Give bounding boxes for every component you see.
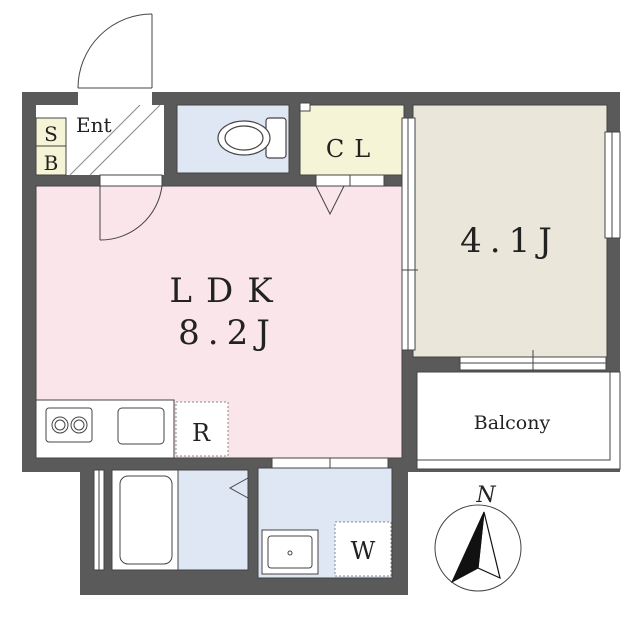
compass-icon <box>434 504 522 592</box>
bedroom-window-east <box>604 131 621 239</box>
pipe-shaft <box>299 102 311 112</box>
closet-door[interactable] <box>315 174 385 216</box>
washer-space <box>334 521 392 577</box>
balcony-label: Balcony <box>474 412 551 434</box>
ldk-door[interactable] <box>99 174 163 241</box>
closet-label: CL <box>326 135 380 163</box>
sink-icon <box>261 529 319 575</box>
ldk-name-label: LDK <box>169 271 286 311</box>
refrigerator-label: R <box>192 419 211 447</box>
shoe-box-label-s: S <box>44 122 58 146</box>
bedroom-window-south <box>459 350 607 376</box>
balcony <box>416 371 621 470</box>
entry-door[interactable] <box>77 13 153 105</box>
toilet-icon <box>217 117 287 159</box>
bath-window <box>93 469 105 571</box>
ldk-size-label: 8.2J <box>178 313 278 353</box>
bath-door[interactable] <box>228 477 249 499</box>
entrance-step <box>69 104 161 176</box>
bathtub-icon <box>119 475 173 565</box>
closet <box>299 104 405 176</box>
kitchen-counter <box>35 399 175 459</box>
shoe-box-label-b: B <box>44 151 59 175</box>
washroom-sliding-door[interactable] <box>271 457 389 469</box>
washer-label: W <box>351 537 376 565</box>
bedroom-size-label: 4.1J <box>460 221 560 261</box>
compass-north-label: N <box>475 483 496 508</box>
bedroom <box>412 104 608 358</box>
entrance-label: Ent <box>76 113 112 137</box>
refrigerator-space <box>175 401 229 457</box>
